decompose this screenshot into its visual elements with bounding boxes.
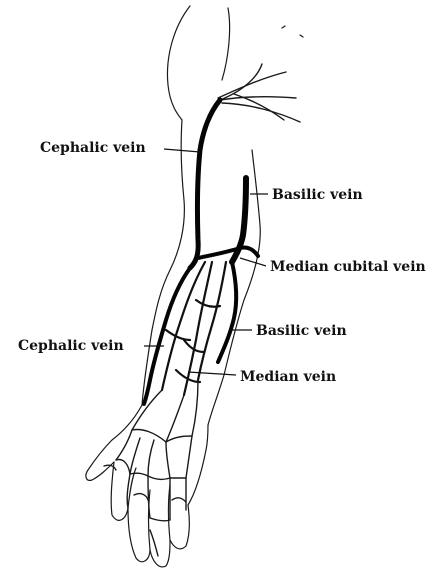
- forearm-veins: [162, 262, 226, 395]
- shoulder-vein-branches: [218, 64, 300, 122]
- cephalic-vein-upper-path: [190, 100, 220, 268]
- label-basilic-vein-upper: Basilic vein: [272, 187, 363, 203]
- label-cephalic-vein-upper: Cephalic vein: [40, 140, 146, 156]
- label-cephalic-vein-lower: Cephalic vein: [18, 338, 124, 354]
- label-basilic-vein-lower: Basilic vein: [256, 323, 347, 339]
- leader-cephalic-upper: [164, 149, 200, 152]
- leader-median-vein: [188, 372, 236, 375]
- arm-outline: [86, 6, 303, 567]
- basilic-vein-lower-path: [218, 262, 236, 362]
- hand-vein-network: [104, 380, 198, 556]
- label-median-vein: Median vein: [240, 369, 336, 385]
- leader-median-cubital: [240, 258, 266, 266]
- major-veins: [144, 100, 258, 404]
- label-median-cubital-vein: Median cubital vein: [270, 259, 426, 275]
- median-cubital-vein-path: [198, 247, 258, 258]
